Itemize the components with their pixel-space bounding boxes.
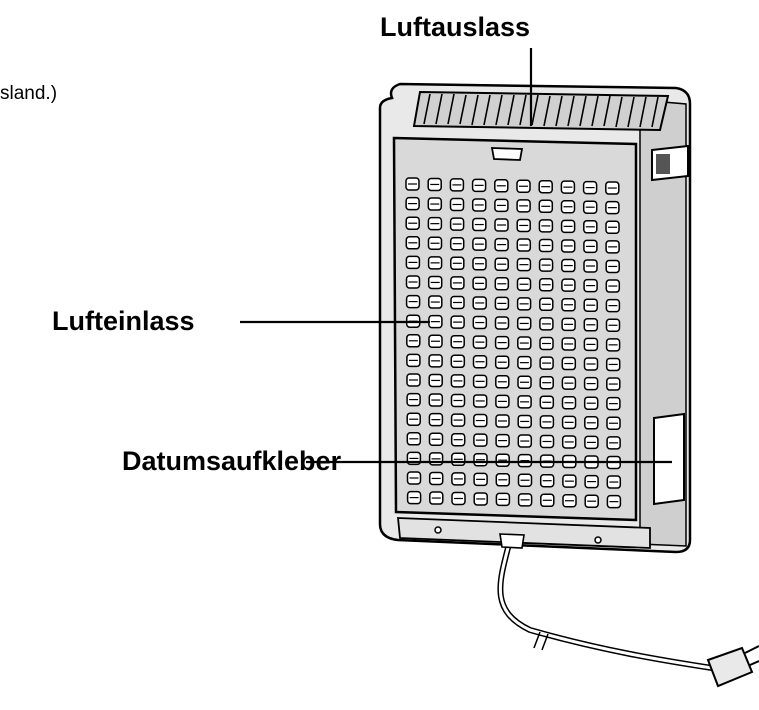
datumsaufkleber-label: Datumsaufkleber	[122, 446, 342, 476]
cropped-text-fragment: sland.)	[0, 83, 58, 104]
plug-icon	[706, 645, 759, 688]
date-sticker-window	[653, 412, 685, 506]
inlet-slot-grid	[405, 177, 622, 509]
lufteinlass-label: Lufteinlass	[52, 306, 195, 336]
luftauslass-label: Luftauslass	[380, 12, 531, 42]
outlet-grille	[412, 90, 670, 132]
panel-tab	[490, 147, 524, 161]
outlet-fins	[423, 93, 659, 128]
base-strip	[397, 517, 651, 549]
